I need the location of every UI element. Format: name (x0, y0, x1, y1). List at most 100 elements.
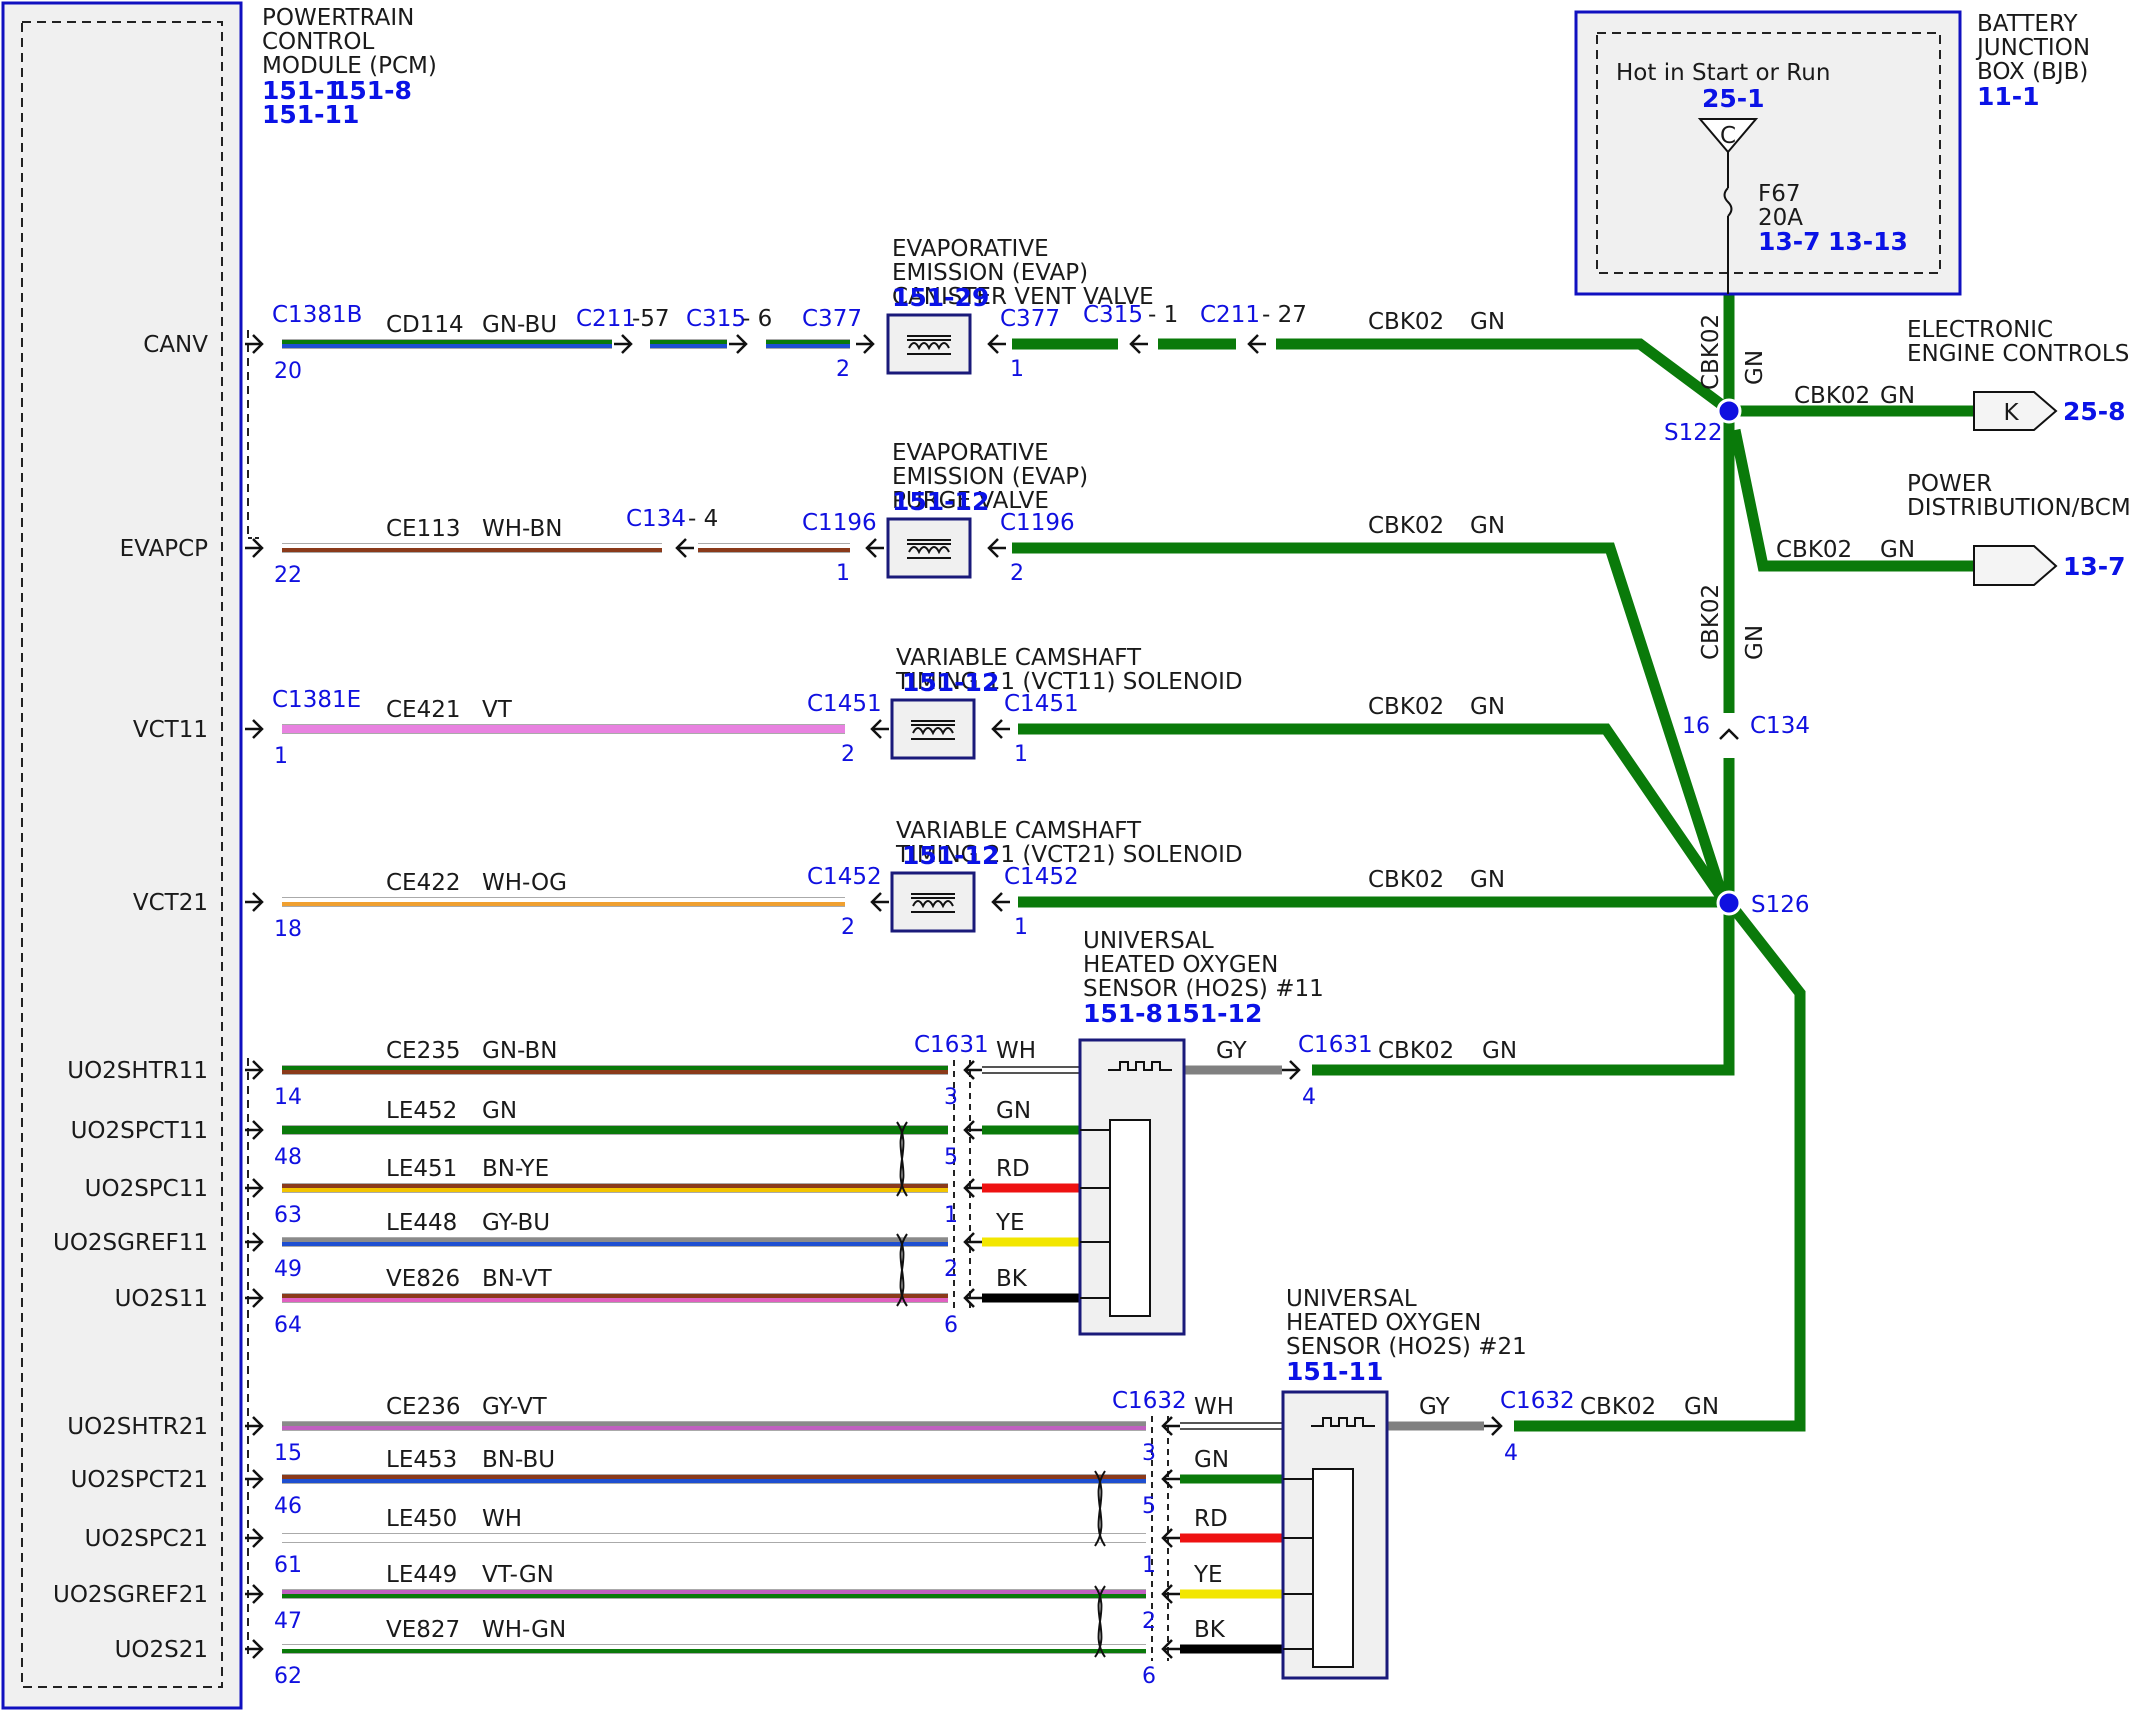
out-color: GN (1470, 513, 1505, 539)
pcm-signal-UO2SGREF11: UO2SGREF11 (53, 1230, 208, 1256)
pdb-wire (1729, 428, 1974, 572)
wire-color: BN-YE (482, 1156, 549, 1182)
component-pin-in: 2 (836, 357, 850, 382)
c134-vertical-circuit: CBK02 (1698, 584, 1724, 660)
sensor-pin-number: 5 (944, 1145, 958, 1170)
pcm-signal-UO2SHTR11: UO2SHTR11 (67, 1058, 208, 1084)
pcm-signal-UO2S21: UO2S21 (115, 1637, 208, 1663)
eec-connector (1973, 391, 2058, 431)
bjb-c-connector (1697, 118, 1759, 154)
pcm-pin-number: 47 (274, 1609, 302, 1634)
sensor-lead-color: GN (996, 1098, 1031, 1124)
inline-connector-name: C315 (686, 306, 746, 332)
sensor-ref-ho2s21: 151-11 (1286, 1357, 1383, 1386)
sensor-title-ho2s21: UNIVERSAL (1286, 1286, 1417, 1312)
eec-title: ENGINE CONTROLS (1907, 341, 2129, 367)
wire-circuit: CE422 (386, 870, 461, 896)
out-inline-name: C211 (1200, 302, 1260, 328)
pcm-title: MODULE (PCM) (262, 53, 437, 79)
wire-circuit: CE421 (386, 697, 461, 723)
wire-LE452 (282, 1125, 948, 1135)
sensor-connector-name: C1631 (914, 1032, 989, 1058)
wire-circuit: CE236 (386, 1394, 461, 1420)
pcm-pin-number: 63 (274, 1203, 302, 1228)
wire-circuit: VE827 (386, 1617, 460, 1643)
fuse-icon (1723, 187, 1733, 217)
sensor-connector-name: C1632 (1112, 1388, 1187, 1414)
sensor-lead-color: YE (1193, 1562, 1223, 1588)
inline-connector-name: C134 (626, 506, 686, 532)
pcm-pin-number: 64 (274, 1313, 302, 1338)
eec-ref: 25-8 (2063, 397, 2126, 426)
pcm-signal-UO2SGREF21: UO2SGREF21 (53, 1582, 208, 1608)
wire-circuit: LE452 (386, 1098, 457, 1124)
pcm-pin-number: 1 (274, 744, 288, 769)
wire-VE826 (282, 1293, 948, 1303)
coil-vct21 (890, 871, 976, 933)
pcm-pin-number: 18 (274, 917, 302, 942)
sensor-lead-color: BK (996, 1266, 1028, 1292)
pcm-pin-number: 49 (274, 1257, 302, 1282)
wire-circuit: CE235 (386, 1038, 461, 1064)
component-ref-vct21: 151-12 (902, 841, 999, 870)
out-circuit: CBK02 (1368, 867, 1444, 893)
component-connector-out: C1451 (1004, 691, 1079, 717)
pcm-ref: 151-8 (332, 76, 412, 105)
component-title-vct11: TIMING 11 (VCT11) SOLENOID (895, 669, 1243, 695)
pcm-pin-number: 46 (274, 1494, 302, 1519)
pcm-title: CONTROL (262, 29, 375, 55)
sensor-heater-circuit-color: GN (1482, 1038, 1517, 1064)
s126-to-ho2s11 (1330, 903, 1735, 1076)
component-connector-in: C377 (802, 306, 862, 332)
component-pin-out: 1 (1014, 915, 1028, 940)
canv-out-diag (1610, 338, 1726, 410)
pcm-signal-UO2SHTR21: UO2SHTR21 (67, 1414, 208, 1440)
wire-circuit: CD114 (386, 312, 464, 338)
bjb-title: JUNCTION (1975, 35, 2090, 61)
wire-CD114-seg2 (650, 339, 727, 349)
bjb-hot-label: Hot in Start or Run (1616, 60, 1830, 86)
pcm-pin-number: 20 (274, 359, 302, 384)
eec-title: ELECTRONIC (1907, 317, 2053, 343)
eec-letter: K (2003, 400, 2019, 426)
sensor-lead-color: GN (1194, 1447, 1229, 1473)
pcm-title: POWERTRAIN (262, 5, 414, 31)
pdb-ref: 13-7 (2063, 552, 2126, 581)
component-connector-out: C1452 (1004, 864, 1079, 890)
wire-color: GN-BN (482, 1038, 558, 1064)
vct11-out (1018, 723, 1727, 902)
pcm-connector-label: C1381B (272, 302, 362, 328)
component-title-evap-vent: EMISSION (EVAP) (892, 260, 1088, 286)
sensor-heater-color: GY (1216, 1038, 1248, 1064)
out-color: GN (1470, 694, 1505, 720)
eec-circuit: CBK02 (1794, 383, 1870, 409)
c134-vertical-pin: 16 (1682, 714, 1710, 739)
wire-color: GN-BU (482, 312, 557, 338)
inline-connector-pin: -57 (632, 306, 670, 332)
splice-s122 (1716, 398, 1742, 424)
component-pin-out: 1 (1014, 742, 1028, 767)
bjb-title: BATTERY (1977, 11, 2078, 37)
splice-name-s126: S126 (1751, 892, 1810, 918)
wire-LE453 (282, 1474, 1146, 1484)
component-ref-vct11: 151-12 (902, 668, 999, 697)
bjb-title: BOX (BJB) (1977, 59, 2088, 85)
wire-CE113-seg2 (698, 543, 850, 553)
coil-vct21-winding (912, 900, 954, 909)
wires-layer (247, 294, 1974, 1661)
component-connector-in: C1452 (807, 864, 882, 890)
pdb-title: DISTRIBUTION/BCM (1907, 495, 2130, 521)
coil-evap-purge (886, 517, 972, 579)
c134-vertical-color: GN (1742, 625, 1768, 660)
wire-color: GY-BU (482, 1210, 550, 1236)
bjb-connector-letter: C (1720, 123, 1736, 149)
shapes-layer (1, 1, 2058, 1710)
pdb-color: GN (1880, 537, 1915, 563)
component-title-evap-purge: PURGE VALVE (892, 488, 1049, 514)
out-color: GN (1470, 867, 1505, 893)
sensor-lead-color: YE (995, 1210, 1025, 1236)
sensor-title-ho2s21: SENSOR (HO2S) #21 (1286, 1334, 1527, 1360)
sensor-pin-number: 2 (1142, 1609, 1156, 1634)
pcm-signal-UO2S11: UO2S11 (115, 1286, 208, 1312)
wire-color: BN-BU (482, 1447, 555, 1473)
